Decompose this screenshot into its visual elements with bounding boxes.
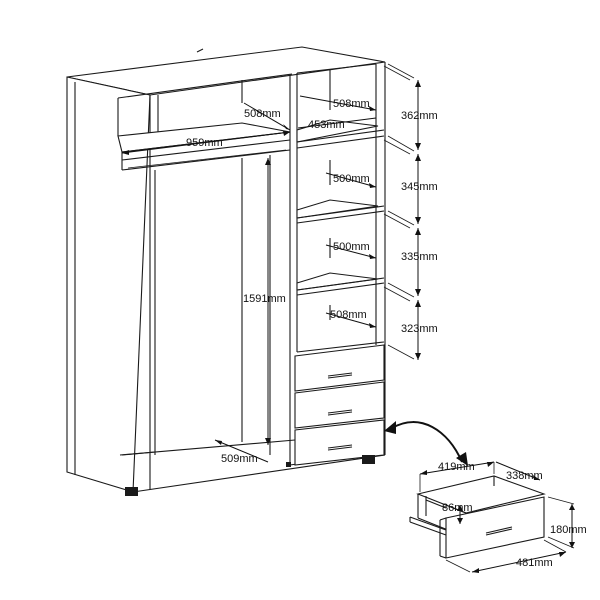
drawer-front-3 [294,419,385,466]
label-drawer-front-height: 180mm [550,524,587,536]
label-shelf-depth-2: 500mm [333,241,370,253]
compartment-heights [383,63,421,360]
drawer-stack [294,344,385,466]
label-shelf-depth-1: 500mm [333,173,370,185]
detail-pointer-arrow [384,421,468,466]
label-shelf-depth-3: 508mm [330,309,367,321]
drawer-front-2 [294,381,385,429]
internal-dimensions [121,95,377,463]
label-hanging-width: 959mm [186,137,223,149]
label-drawer-inner-depth: 338mm [506,470,543,482]
label-compartment-3: 335mm [401,251,438,263]
label-drawer-inner-width: 419mm [438,461,475,473]
label-compartment-4: 323mm [401,323,438,335]
label-hanging-height: 1591mm [243,293,286,305]
label-right-width: 453mm [308,119,345,131]
wardrobe-feet [125,455,375,496]
label-compartment-2: 345mm [401,181,438,193]
dimension-labels: 508mm 508mm 453mm 959mm 500mm 500mm 508m… [186,98,587,569]
label-top-right-depth: 508mm [333,98,370,110]
label-bottom-depth: 509mm [221,453,258,465]
label-top-inner-depth: 508mm [244,108,281,120]
label-drawer-inner-height: 86mm [442,502,473,514]
drawer-detail [409,461,575,573]
drawer-front-1 [294,344,385,392]
label-drawer-front-width: 481mm [516,557,553,569]
label-compartment-1: 362mm [401,110,438,122]
